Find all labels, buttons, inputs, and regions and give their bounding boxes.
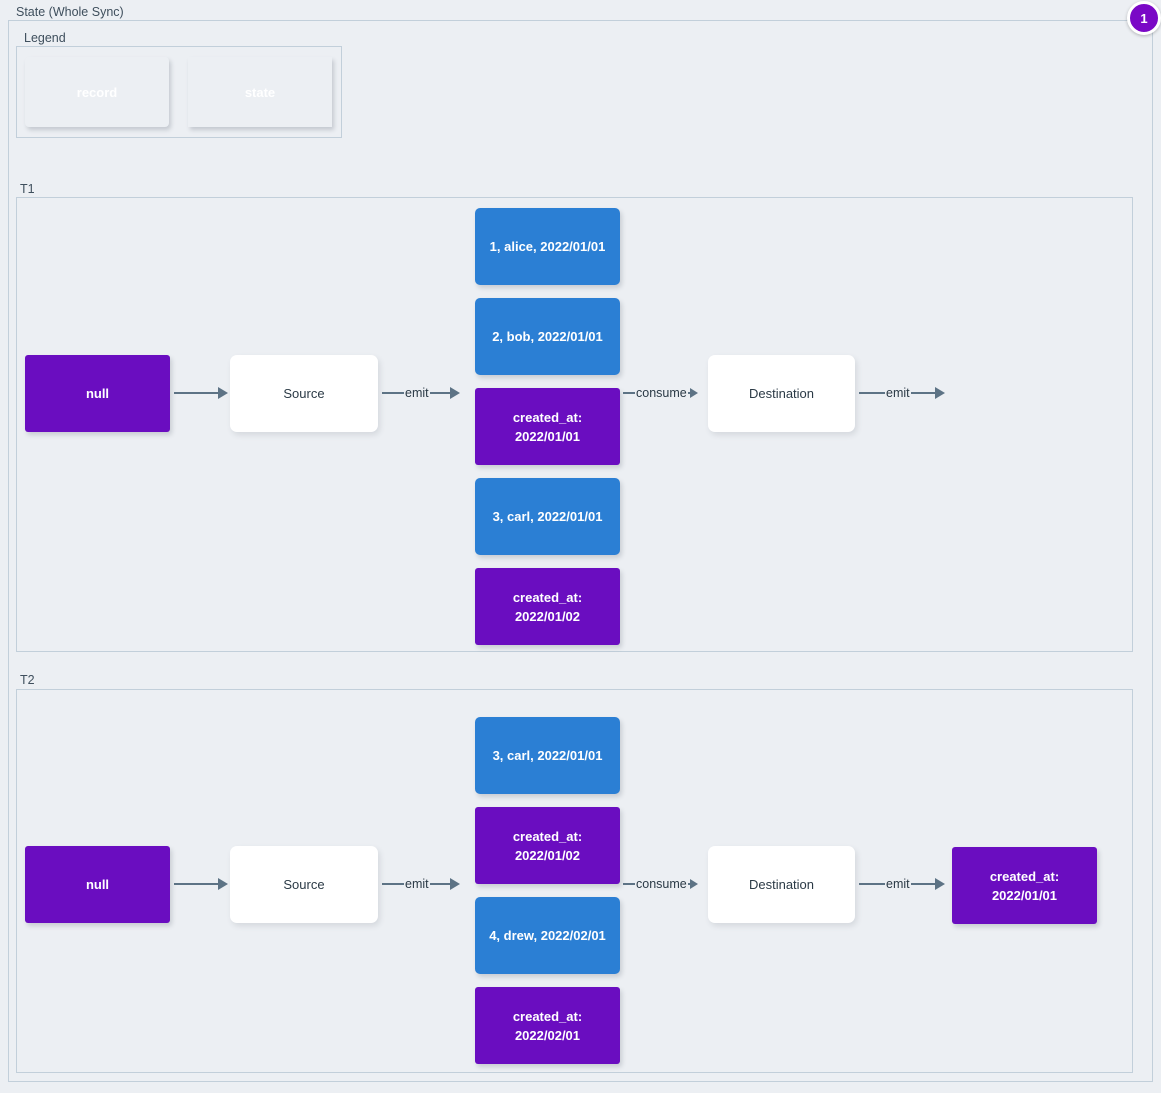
t2-stream-label-1-line2: 2022/01/02 [514,847,581,863]
arrowhead-icon [449,878,460,890]
group-t2-label: T2 [16,673,39,687]
t2-stream-label-3-line2: 2022/02/01 [514,1027,581,1043]
t1-stream-item-4: created_at: 2022/01/02 [475,568,620,645]
t2-edge-consume: consume [623,875,698,893]
step-badge-label: 1 [1140,10,1148,26]
edge-line [429,392,450,394]
t2-edge-state-to-source [174,875,228,893]
legend-label-record: record [76,84,118,100]
t1-stream-label-1: 2, bob, 2022/01/01 [492,329,603,344]
t2-destination-node: Destination [708,846,855,923]
edge-line [859,883,885,885]
edge-line [174,883,218,885]
t1-destination-label: Destination [748,386,815,401]
t1-source-node: Source [230,355,378,432]
arrowhead-icon [449,387,460,399]
t1-dest-emit-label: emit [886,386,910,400]
t1-edge-source-emit: emit [382,384,460,402]
arrowhead-icon [689,388,698,398]
t1-stream-item-1: 2, bob, 2022/01/01 [475,298,620,375]
arrowhead-icon [218,878,228,890]
arrowhead-icon [934,387,945,399]
t2-initial-state-label: null [85,877,110,892]
t1-stream-label-3: 3, carl, 2022/01/01 [492,509,603,524]
t1-consume-label: consume [636,386,687,400]
t2-initial-state-node: null [25,846,170,923]
legend-label-state: state [244,84,276,100]
t1-stream-item-2: created_at: 2022/01/01 [475,388,620,465]
step-badge[interactable]: 1 [1127,1,1161,35]
t2-consume-label: consume [636,877,687,891]
t2-source-node: Source [230,846,378,923]
t2-stream-item-3: created_at: 2022/02/01 [475,987,620,1064]
arrowhead-icon [934,878,945,890]
edge-line [174,392,218,394]
t2-stream-label-3-line1: created_at: [512,1008,583,1024]
diagram-outer-frame [8,20,1153,1082]
page-title: State (Whole Sync) [12,5,128,19]
t1-edge-state-to-source [174,384,228,402]
edge-line [623,392,635,394]
t2-stream-item-1: created_at: 2022/01/02 [475,807,620,884]
t1-stream-item-3: 3, carl, 2022/01/01 [475,478,620,555]
legend-title: Legend [20,31,70,45]
t1-stream-label-0: 1, alice, 2022/01/01 [489,239,606,254]
t2-stream-item-0: 3, carl, 2022/01/01 [475,717,620,794]
t1-stream-item-0: 1, alice, 2022/01/01 [475,208,620,285]
t1-source-label: Source [283,386,325,401]
t1-edge-dest-emit: emit [859,384,945,402]
t2-destination-label: Destination [748,877,815,892]
arrowhead-icon [218,387,228,399]
t2-output-state-line1: created_at: [989,868,1060,884]
edge-line [687,883,690,885]
t2-stream-item-2: 4, drew, 2022/02/01 [475,897,620,974]
edge-line [859,392,885,394]
t1-edge-consume: consume [623,384,698,402]
group-t2 [16,689,1133,1073]
edge-line [382,392,404,394]
t2-source-label: Source [283,877,325,892]
t2-dest-emit-label: emit [886,877,910,891]
t1-stream-label-2-line1: created_at: [512,409,583,425]
legend-frame [16,46,342,138]
t1-initial-state-label: null [85,386,110,401]
t2-stream-label-0: 3, carl, 2022/01/01 [492,748,603,763]
t2-output-state-node: created_at: 2022/01/01 [952,847,1097,924]
edge-line [910,883,935,885]
t2-stream-label-1-line1: created_at: [512,828,583,844]
edge-line [382,883,404,885]
edge-line [910,392,935,394]
t1-initial-state-node: null [25,355,170,432]
t1-stream-label-4-line2: 2022/01/02 [514,608,581,624]
t1-stream-label-4-line1: created_at: [512,589,583,605]
edge-line [623,883,635,885]
group-t1-label: T1 [16,182,39,196]
arrowhead-icon [689,879,698,889]
t2-edge-dest-emit: emit [859,875,945,893]
edge-line [429,883,450,885]
t1-stream-label-2-line2: 2022/01/01 [514,428,581,444]
legend-swatch-state: state [188,57,332,127]
legend-swatch-record: record [25,57,169,127]
t2-stream-label-2: 4, drew, 2022/02/01 [489,928,606,943]
group-t1 [16,197,1133,652]
t1-source-emit-label: emit [405,386,429,400]
edge-line [687,392,690,394]
t1-destination-node: Destination [708,355,855,432]
t2-source-emit-label: emit [405,877,429,891]
t2-edge-source-emit: emit [382,875,460,893]
t2-output-state-line2: 2022/01/01 [991,887,1058,903]
